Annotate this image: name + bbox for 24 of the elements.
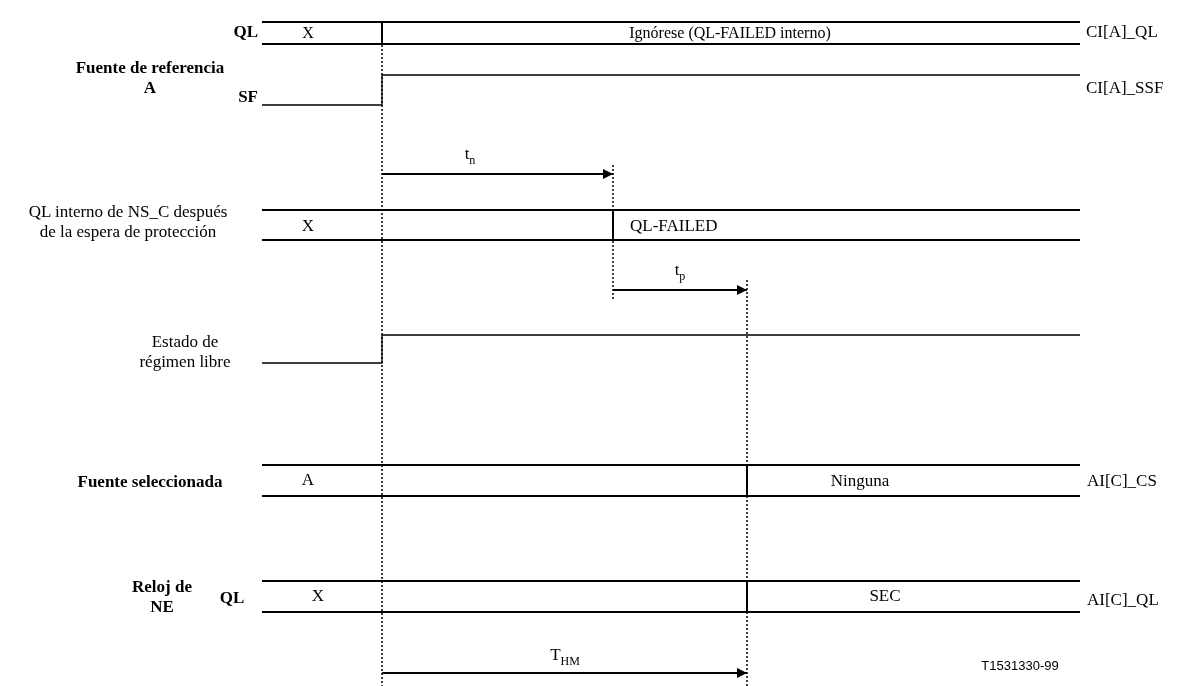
bus-value: Ignórese (QL-FAILED interno) bbox=[629, 25, 831, 41]
signal-name: QL interno de NS_C después de la espera de protección bbox=[27, 202, 229, 242]
signal-name: Estado de régimen libre bbox=[138, 332, 232, 372]
bus-value: X bbox=[302, 25, 314, 41]
duration-label: t$_{n}$ bbox=[464, 144, 476, 168]
signal-name: Fuente seleccionada bbox=[76, 472, 224, 492]
bus-value: SEC bbox=[869, 586, 901, 606]
duration-label: T$_{HM}$ bbox=[550, 645, 580, 669]
signal-label: AI[C]_QL bbox=[1087, 590, 1159, 610]
signal-group-name: Reloj de NE bbox=[132, 577, 192, 617]
duration-label: t$_{p}$ bbox=[674, 260, 686, 284]
bus-value: A bbox=[301, 470, 315, 490]
signal-label: CI[A]_SSF bbox=[1086, 78, 1164, 98]
bus-value: X bbox=[301, 216, 315, 236]
bus-value: X bbox=[311, 586, 325, 606]
bus-value: Ninguna bbox=[830, 471, 890, 491]
bus-value: QL-FAILED bbox=[630, 216, 718, 236]
signal-group-name: Fuente de referencia A bbox=[75, 58, 225, 98]
signal-label: CI[A]_QL bbox=[1086, 22, 1158, 42]
signal-name: SF bbox=[238, 87, 258, 107]
signal-name: QL bbox=[233, 22, 258, 42]
signal-name: QL bbox=[219, 588, 245, 608]
figure-id: T1531330-99 bbox=[981, 658, 1059, 674]
signal-label: AI[C]_CS bbox=[1087, 471, 1157, 491]
